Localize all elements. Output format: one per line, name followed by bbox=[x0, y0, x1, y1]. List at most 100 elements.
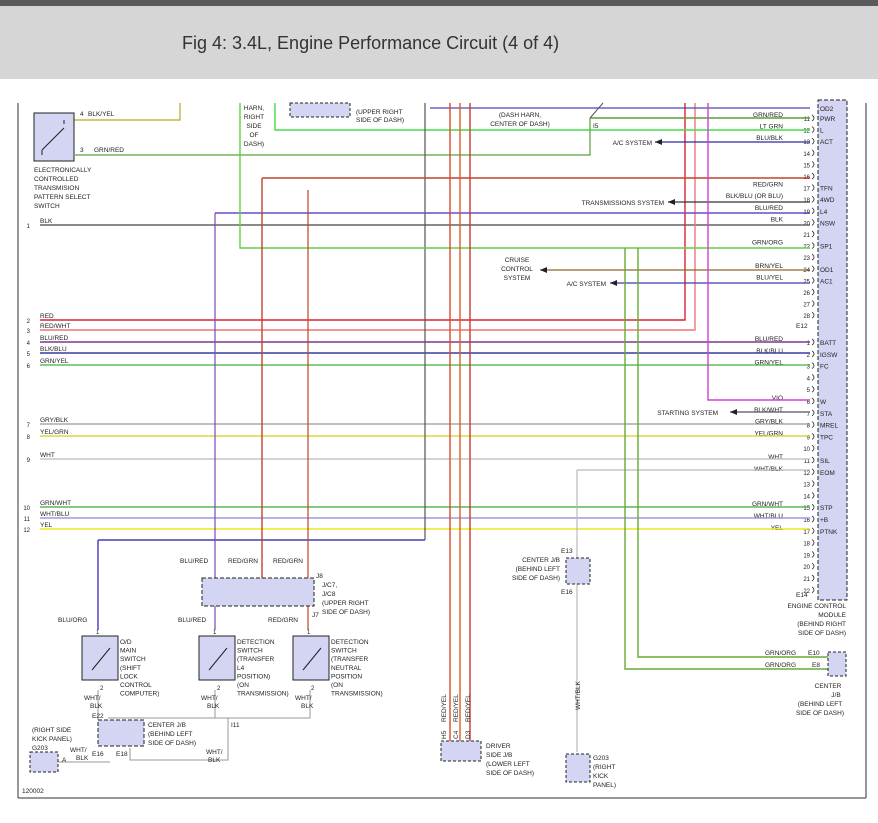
svg-text:12: 12 bbox=[803, 129, 810, 135]
svg-text:(SHIFT: (SHIFT bbox=[120, 665, 141, 672]
svg-text:(RIGHT SIDE: (RIGHT SIDE bbox=[32, 727, 72, 734]
svg-text:(TRANSFER: (TRANSFER bbox=[331, 656, 369, 663]
svg-text:14: 14 bbox=[803, 494, 810, 500]
svg-text:(UPPER RIGHT: (UPPER RIGHT bbox=[356, 109, 403, 116]
svg-text:GRN/ORG: GRN/ORG bbox=[765, 650, 796, 657]
svg-text:BLU/RED: BLU/RED bbox=[755, 205, 783, 212]
svg-text:L: L bbox=[820, 128, 824, 135]
ecm-pin: 19 bbox=[803, 551, 815, 559]
svg-text:ELECTRONICALLY: ELECTRONICALLY bbox=[34, 167, 92, 174]
svg-text:HARN,: HARN, bbox=[244, 105, 264, 112]
svg-text:DASH): DASH) bbox=[244, 141, 264, 148]
svg-text:WHT/: WHT/ bbox=[201, 695, 218, 702]
svg-text:E16: E16 bbox=[561, 589, 573, 596]
svg-text:E10: E10 bbox=[808, 650, 820, 657]
svg-text:C4: C4 bbox=[453, 730, 460, 739]
ecm-pin: 5 bbox=[807, 385, 815, 394]
svg-text:H5: H5 bbox=[441, 730, 448, 739]
svg-text:5: 5 bbox=[27, 352, 31, 358]
svg-text:KICK PANEL): KICK PANEL) bbox=[32, 736, 72, 743]
jc-connector-box bbox=[201, 577, 315, 607]
svg-text:BLK/BLU: BLK/BLU bbox=[40, 346, 67, 353]
svg-text:4: 4 bbox=[807, 376, 811, 382]
ecm-conn-e14: E14 bbox=[796, 592, 808, 599]
left-pins: 1BLK2RED3RED/WHT4BLU/RED5BLK/BLU6GRN/YEL… bbox=[23, 218, 71, 534]
svg-text:CENTER J/B: CENTER J/B bbox=[148, 722, 186, 729]
svg-text:10: 10 bbox=[803, 447, 810, 453]
svg-text:SIDE OF DASH): SIDE OF DASH) bbox=[512, 575, 560, 582]
svg-text:CENTER J/B: CENTER J/B bbox=[522, 557, 560, 564]
left-pin: 8 YEL/GRN bbox=[27, 429, 69, 441]
ecm-pin: 20 bbox=[803, 562, 815, 571]
svg-text:J/C7,: J/C7, bbox=[322, 582, 337, 589]
svg-text:BRN/YEL: BRN/YEL bbox=[755, 263, 783, 270]
svg-text:17: 17 bbox=[803, 530, 810, 536]
svg-text:YEL: YEL bbox=[40, 522, 53, 529]
svg-text:BLK: BLK bbox=[301, 703, 314, 710]
svg-text:BLU/RED: BLU/RED bbox=[180, 558, 208, 565]
svg-text:SIDE J/B: SIDE J/B bbox=[486, 752, 512, 759]
svg-text:22: 22 bbox=[803, 589, 810, 595]
svg-text:FC: FC bbox=[820, 364, 829, 371]
svg-text:L4: L4 bbox=[820, 209, 828, 216]
svg-text:9: 9 bbox=[807, 435, 811, 441]
g203-right-box bbox=[565, 753, 591, 783]
svg-text:8: 8 bbox=[27, 435, 31, 441]
svg-text:SWITCH: SWITCH bbox=[120, 656, 146, 663]
svg-text:ENGINE CONTROL: ENGINE CONTROL bbox=[787, 603, 846, 610]
svg-text:SIDE OF DASH): SIDE OF DASH) bbox=[486, 770, 534, 777]
switches: BLU/ORG12WHT/BLKE22O/DMAINSWITCH(SHIFTLO… bbox=[58, 617, 383, 720]
svg-text:WHT/: WHT/ bbox=[84, 695, 101, 702]
svg-text:LT GRN: LT GRN bbox=[760, 124, 784, 131]
svg-text:TFN: TFN bbox=[820, 186, 833, 193]
switch-2: BLU/RED12WHT/BLKDETECTIONSWITCH(TRANSFER… bbox=[178, 617, 289, 710]
svg-text:9: 9 bbox=[27, 458, 31, 464]
svg-text:PANEL): PANEL) bbox=[593, 782, 616, 789]
svg-text:1: 1 bbox=[307, 630, 311, 636]
switch-3: RED/GRN12WHT/BLKDETECTIONSWITCH(TRANSFER… bbox=[268, 617, 383, 710]
svg-text:PATTERN SELECT: PATTERN SELECT bbox=[34, 194, 90, 201]
svg-text:YEL/GRN: YEL/GRN bbox=[40, 429, 69, 436]
svg-text:12: 12 bbox=[23, 528, 30, 534]
svg-text:SIL: SIL bbox=[820, 458, 830, 465]
svg-text:2: 2 bbox=[807, 353, 811, 359]
svg-text:CONTROL: CONTROL bbox=[120, 682, 152, 689]
svg-text:E22: E22 bbox=[92, 713, 104, 720]
svg-text:CRUISE: CRUISE bbox=[505, 257, 530, 264]
svg-text:J/C8: J/C8 bbox=[322, 591, 336, 598]
svg-text:26: 26 bbox=[803, 291, 810, 297]
cruise-system-label: CRUISE CONTROL SYSTEM bbox=[501, 257, 533, 282]
svg-text:+B: +B bbox=[820, 517, 828, 524]
svg-text:(TRANSFER: (TRANSFER bbox=[237, 656, 275, 663]
svg-text:D3: D3 bbox=[465, 730, 472, 739]
svg-text:GRN/RED: GRN/RED bbox=[753, 112, 783, 119]
svg-text:SIDE: SIDE bbox=[246, 123, 262, 130]
svg-text:3: 3 bbox=[80, 147, 84, 154]
ac-system-label-1: A/C SYSTEM bbox=[613, 140, 652, 147]
ecm-pin: 14 bbox=[803, 149, 815, 158]
svg-text:BLK/YEL: BLK/YEL bbox=[88, 111, 115, 118]
svg-text:(BEHIND LEFT: (BEHIND LEFT bbox=[798, 701, 842, 708]
svg-text:RED/YEL: RED/YEL bbox=[465, 694, 472, 722]
figure-header: Fig 4: 3.4L, Engine Performance Circuit … bbox=[0, 6, 878, 79]
svg-text:CONTROLLED: CONTROLLED bbox=[34, 176, 79, 183]
svg-text:SWITCH: SWITCH bbox=[331, 648, 357, 655]
svg-text:16: 16 bbox=[803, 518, 810, 524]
svg-text:WHT: WHT bbox=[768, 454, 783, 461]
svg-text:TRANSMISSION): TRANSMISSION) bbox=[331, 691, 383, 698]
ecm-pin: 21 bbox=[803, 574, 815, 583]
svg-text:2: 2 bbox=[311, 686, 315, 692]
svg-text:BLK: BLK bbox=[208, 757, 221, 764]
svg-text:SWITCH: SWITCH bbox=[34, 203, 60, 210]
center-jb-right-box bbox=[827, 651, 847, 677]
svg-text:MREL: MREL bbox=[820, 423, 838, 430]
svg-text:BLU/RED: BLU/RED bbox=[178, 617, 206, 624]
svg-text:RED: RED bbox=[40, 313, 54, 320]
svg-text:4WD: 4WD bbox=[820, 197, 835, 204]
svg-text:RED/GRN: RED/GRN bbox=[273, 558, 303, 565]
svg-text:G203: G203 bbox=[593, 755, 609, 762]
svg-text:BLK: BLK bbox=[90, 703, 103, 710]
